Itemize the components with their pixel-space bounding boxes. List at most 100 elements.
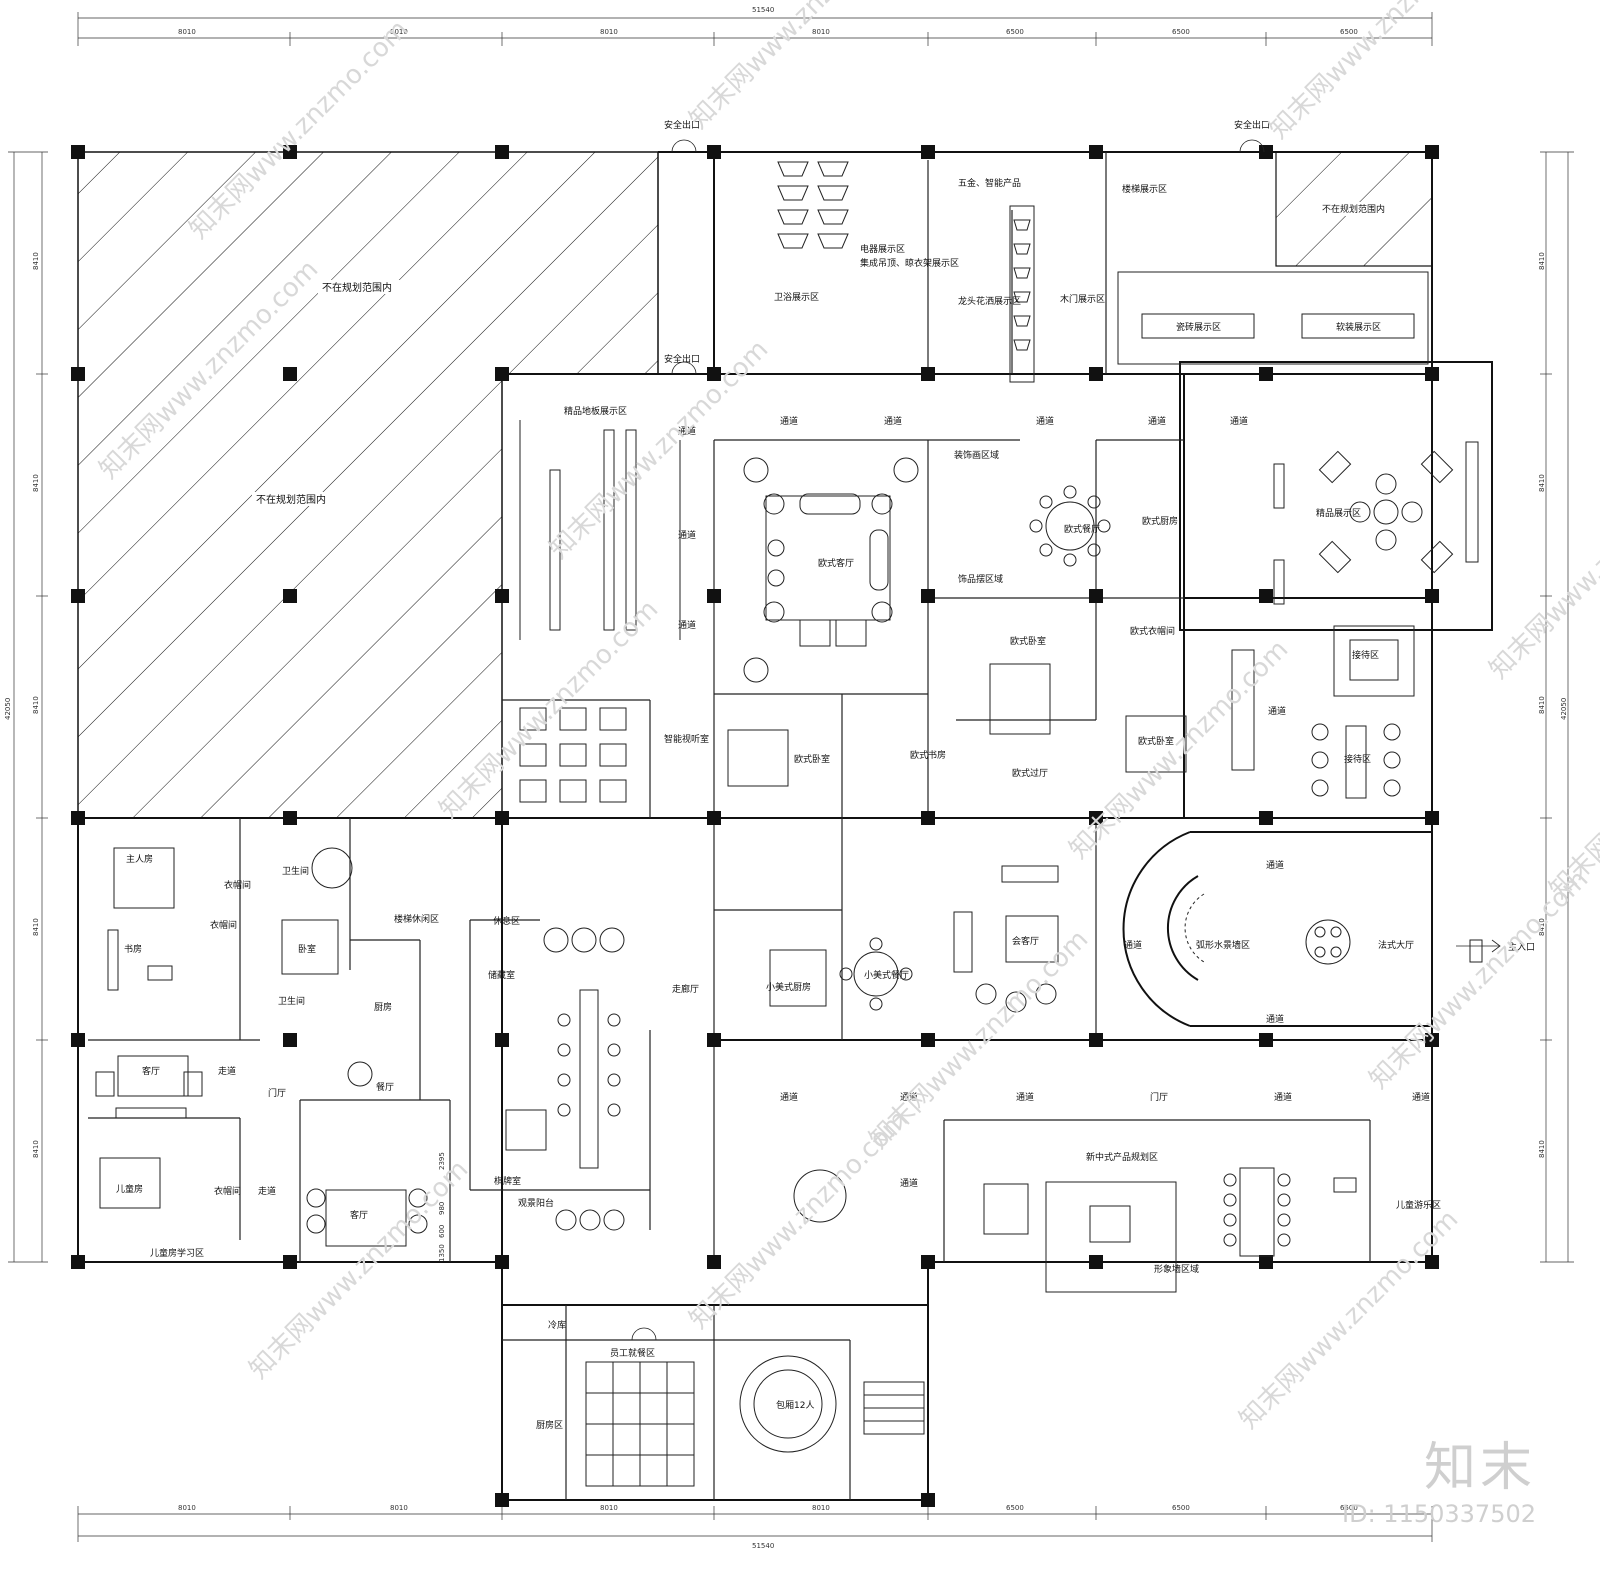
label-eu-living: 欧式客厅 bbox=[818, 557, 854, 569]
label-decor: 装饰画区域 bbox=[954, 449, 999, 461]
out-of-scope-label: 不在规划范围内 bbox=[1322, 203, 1385, 215]
label-stair-display: 楼梯展示区 bbox=[1122, 183, 1167, 195]
dimension-top bbox=[77, 12, 1433, 46]
label-bg bbox=[318, 280, 404, 294]
dim-left-seg: 8410 bbox=[32, 1140, 40, 1158]
label-aisle: 走道 bbox=[258, 1185, 276, 1197]
av-seating bbox=[519, 707, 627, 803]
label-leisure: 休息区 bbox=[493, 915, 520, 927]
dim-top-seg: 8010 bbox=[178, 28, 196, 36]
guest-room-furniture bbox=[769, 865, 1059, 1013]
label-accessory: 饰品摆区域 bbox=[958, 573, 1003, 585]
label-living: 客厅 bbox=[350, 1209, 368, 1221]
dim-top-seg: 6500 bbox=[1172, 28, 1190, 36]
label-wardrobe: 衣帽间 bbox=[214, 1185, 241, 1197]
label-bg bbox=[1318, 202, 1390, 216]
label-safety-exit: 安全出口 bbox=[664, 353, 700, 365]
boutique-display bbox=[1273, 441, 1479, 605]
label-small-us-dining: 小美式餐厅 bbox=[864, 969, 909, 981]
label-eu-dining: 欧式餐厅 bbox=[1064, 523, 1100, 535]
label-new-chinese: 新中式产品规划区 bbox=[1086, 1151, 1158, 1163]
label-flooring: 精品地板展示区 bbox=[564, 405, 627, 417]
label-eu-hall: 欧式过厅 bbox=[1012, 767, 1048, 779]
dim-top-seg: 6500 bbox=[1006, 28, 1024, 36]
label-boutique: 精品展示区 bbox=[1316, 507, 1361, 519]
dimension-bottom bbox=[77, 1506, 1433, 1542]
dim-bottom-seg: 6500 bbox=[1340, 1504, 1358, 1512]
label-aisle: 走道 bbox=[218, 1065, 236, 1077]
watermark-text: 知末网www.znzmo.com bbox=[684, 1104, 915, 1335]
dim-left-seg: 8410 bbox=[32, 918, 40, 936]
label-channel: 通道 bbox=[1016, 1091, 1034, 1103]
dim-top-seg: 8010 bbox=[812, 28, 830, 36]
label-cold-store: 冷库 bbox=[548, 1319, 566, 1331]
label-bg bbox=[252, 492, 338, 506]
label-hard: 瓷砖展示区 bbox=[1176, 321, 1221, 333]
label-eu-study: 欧式书房 bbox=[910, 749, 946, 761]
label-kids-study: 儿童房学习区 bbox=[150, 1247, 204, 1259]
out-of-scope-label: 不在规划范围内 bbox=[256, 493, 326, 506]
label-kids-room: 儿童房 bbox=[116, 1183, 143, 1195]
label-channel: 通道 bbox=[678, 425, 696, 437]
dim-stair: 2395 bbox=[438, 1152, 446, 1170]
label-study: 书房 bbox=[124, 943, 142, 955]
watermark-text: 知末网www.znzmo.com bbox=[1234, 1204, 1465, 1435]
dimension-right bbox=[1540, 151, 1574, 1263]
label-channel: 通道 bbox=[678, 619, 696, 631]
label-channel: 通道 bbox=[780, 415, 798, 427]
label-tap: 龙头花洒展示区 bbox=[958, 295, 1021, 307]
label-ceiling: 集成吊顶、晾衣架展示区 bbox=[860, 257, 959, 269]
label-bath: 卫生间 bbox=[282, 865, 309, 877]
dim-right-total: 42050 bbox=[1560, 698, 1568, 720]
label-channel: 通道 bbox=[900, 1091, 918, 1103]
label-master: 主人房 bbox=[126, 853, 153, 865]
dim-stair: 980 bbox=[438, 1202, 446, 1215]
label-balcony: 观景阳台 bbox=[518, 1197, 554, 1209]
label-bath: 卫生间 bbox=[278, 995, 305, 1007]
dim-right-seg: 8410 bbox=[1538, 696, 1546, 714]
water-wall-display bbox=[1184, 893, 1483, 965]
reception-furniture bbox=[1231, 625, 1415, 799]
label-kitchen-area: 厨房区 bbox=[536, 1419, 563, 1431]
doors bbox=[631, 139, 1501, 1341]
label-channel: 通道 bbox=[678, 529, 696, 541]
dim-stair: 1350 bbox=[438, 1244, 446, 1262]
brand-watermark: 知末 ID: 1150337502 bbox=[1342, 1442, 1536, 1528]
dimension-left bbox=[8, 151, 48, 1263]
label-safety-exit: 安全出口 bbox=[664, 119, 700, 131]
label-safety-exit: 安全出口 bbox=[1234, 119, 1270, 131]
dim-top-total: 51540 bbox=[752, 6, 774, 14]
label-dining: 餐厅 bbox=[376, 1081, 394, 1093]
label-living: 客厅 bbox=[142, 1065, 160, 1077]
staff-dining-furniture bbox=[585, 1355, 925, 1487]
label-bedroom: 卧室 bbox=[298, 943, 316, 955]
label-private-room: 包厢12人 bbox=[776, 1399, 814, 1411]
label-art-wall: 形象墙区域 bbox=[1154, 1263, 1199, 1275]
label-reception: 接待区 bbox=[1352, 649, 1379, 661]
beds bbox=[99, 663, 1187, 1209]
dim-right-seg: 8410 bbox=[1538, 1140, 1546, 1158]
dim-right-seg: 8410 bbox=[1538, 474, 1546, 492]
dim-bottom-seg: 8010 bbox=[390, 1504, 408, 1512]
label-kids-play: 儿童游乐区 bbox=[1396, 1199, 1441, 1211]
eu-dining-table bbox=[1029, 485, 1111, 567]
label-channel: 通道 bbox=[1124, 939, 1142, 951]
dim-top-seg: 8010 bbox=[600, 28, 618, 36]
label-smart-av: 智能视听室 bbox=[664, 733, 709, 745]
label-bathroom: 卫浴展示区 bbox=[774, 292, 819, 303]
dim-bottom-seg: 8010 bbox=[812, 1504, 830, 1512]
residential-furniture bbox=[95, 847, 428, 1247]
watermark-text: 知末网www.znzmo.com bbox=[684, 0, 915, 135]
dim-bottom-seg: 6500 bbox=[1006, 1504, 1024, 1512]
dim-bottom-seg: 8010 bbox=[178, 1504, 196, 1512]
dim-left-seg: 8410 bbox=[32, 696, 40, 714]
watermark-text: 知末网www.znzmo.com bbox=[1064, 634, 1295, 865]
label-channel: 通道 bbox=[884, 415, 902, 427]
label-chess: 棋牌室 bbox=[494, 1175, 521, 1187]
label-hall: 门厅 bbox=[1150, 1091, 1168, 1103]
label-eu-kitchen: 欧式厨房 bbox=[1142, 515, 1178, 527]
label-guest-room: 会客厅 bbox=[1012, 935, 1039, 947]
brand-logo: 知末 bbox=[1423, 1438, 1536, 1498]
dim-right-seg: 8410 bbox=[1538, 252, 1546, 270]
